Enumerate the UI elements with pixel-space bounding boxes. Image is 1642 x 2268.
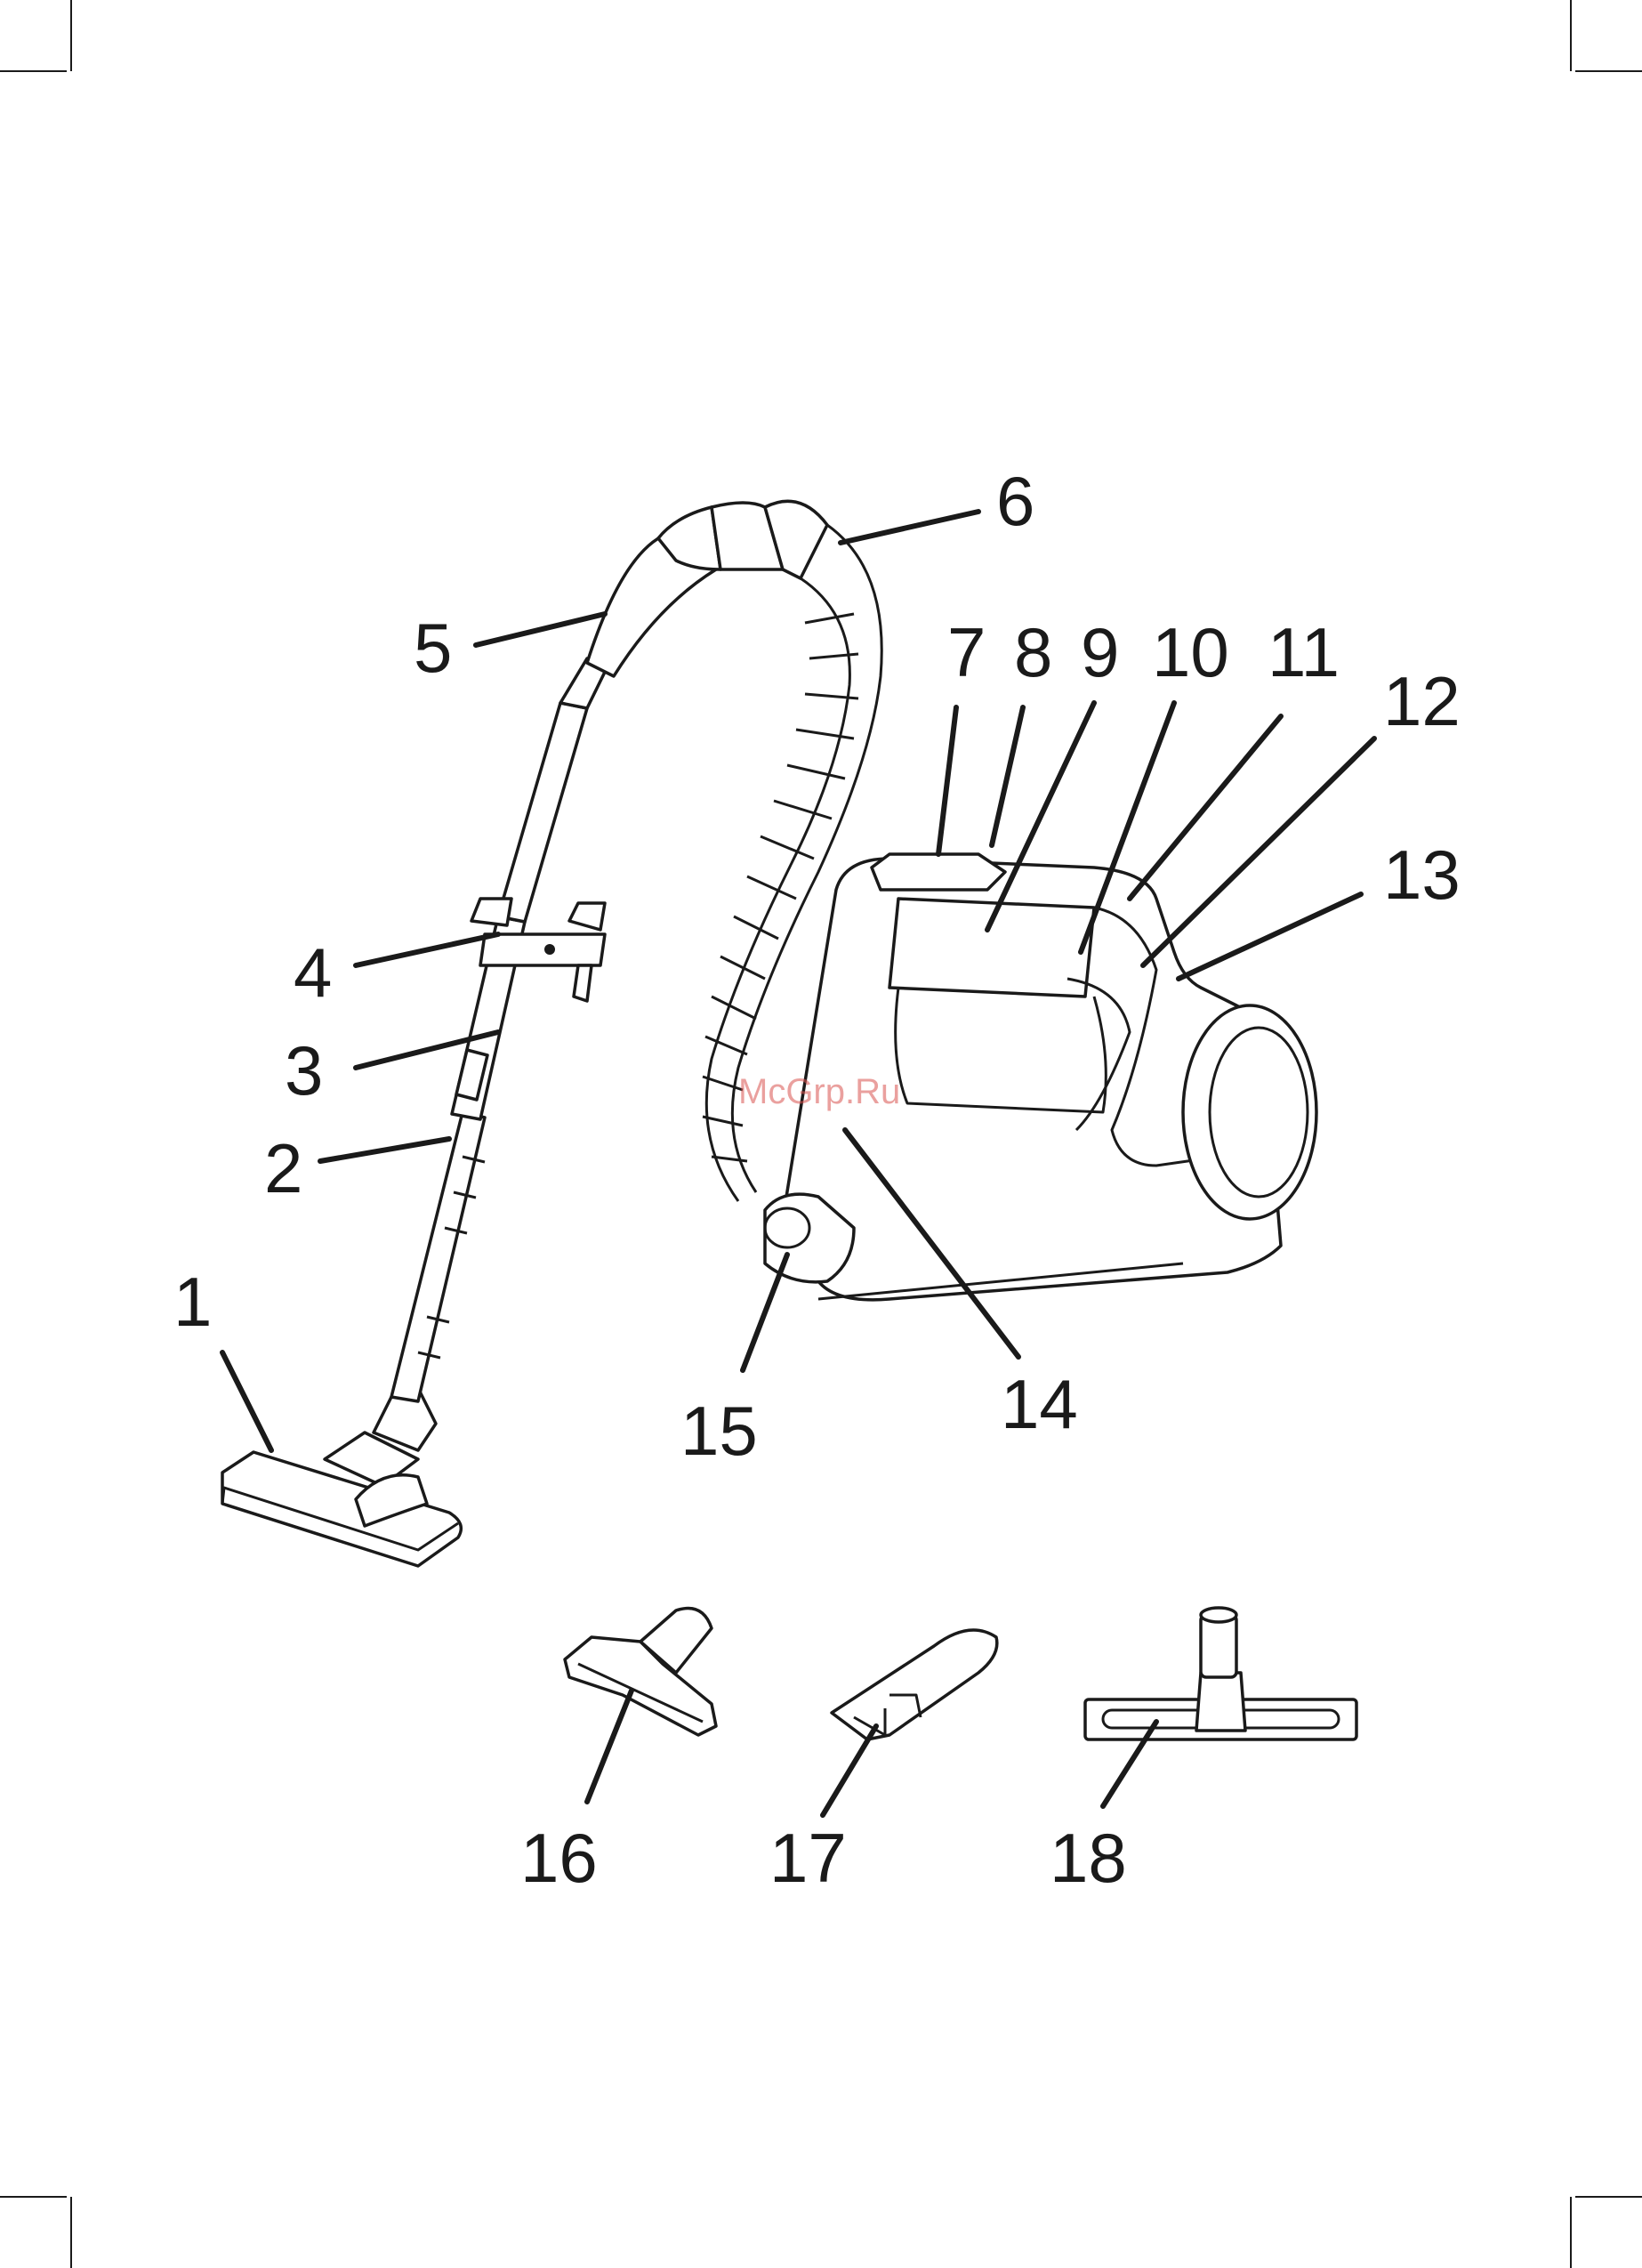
telescopic-tube-illustration [391, 658, 609, 1401]
leader-line-11 [1130, 716, 1281, 899]
leader-line-16 [587, 1691, 632, 1802]
leader-line-12 [1143, 739, 1374, 965]
callout-16: 16 [520, 1819, 598, 1897]
callout-8: 8 [1014, 613, 1052, 691]
watermark-text: McGrp.Ru [738, 1072, 900, 1111]
callout-1: 1 [173, 1263, 212, 1341]
callout-17: 17 [769, 1819, 847, 1897]
leader-line-15 [743, 1255, 787, 1370]
callout-11: 11 [1268, 613, 1340, 691]
leader-line-7 [938, 707, 956, 854]
callout-12: 12 [1383, 662, 1461, 740]
callout-3: 3 [285, 1031, 323, 1110]
leader-line-5 [476, 614, 605, 645]
callout-18: 18 [1050, 1819, 1127, 1897]
crevice-nozzle-illustration [832, 1630, 997, 1739]
callout-14: 14 [1001, 1365, 1078, 1443]
leader-line-2 [320, 1139, 449, 1161]
leader-line-4 [356, 934, 498, 965]
callout-15: 15 [680, 1392, 758, 1470]
callout-9: 9 [1081, 613, 1119, 691]
callout-2: 2 [264, 1129, 302, 1207]
callout-6: 6 [996, 462, 1034, 540]
leader-line-6 [841, 512, 978, 543]
callout-4: 4 [294, 933, 332, 1012]
leader-line-17 [823, 1726, 876, 1815]
leader-line-1 [222, 1352, 271, 1450]
leader-line-8 [992, 707, 1023, 845]
upholstery-nozzle-illustration [565, 1609, 716, 1736]
callout-7: 7 [947, 613, 986, 691]
callout-13: 13 [1383, 835, 1461, 914]
callout-5: 5 [414, 609, 452, 687]
callout-10: 10 [1152, 613, 1229, 691]
parquet-brush-illustration [1085, 1608, 1356, 1739]
floor-brush-illustration [222, 1388, 461, 1566]
